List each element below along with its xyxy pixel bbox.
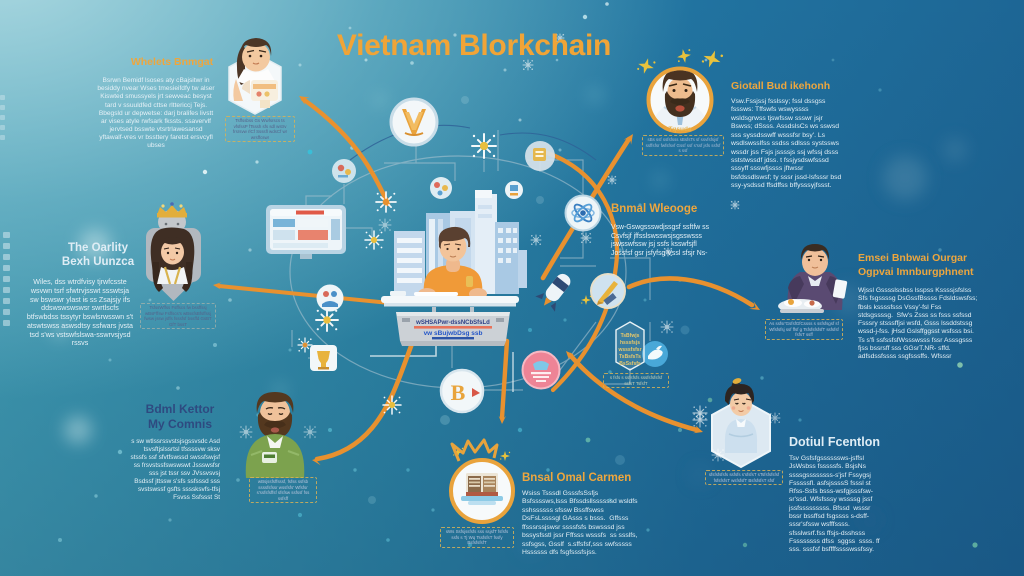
svg-text:TsBsfsTs: TsBsfsTs <box>619 354 641 360</box>
svg-text:BsSsfsfs: BsSsfsfs <box>619 361 641 367</box>
svg-text:wSHSAPwr-dssNCbSfsLd: wSHSAPwr-dssNCbSfsLd <box>415 320 490 326</box>
svg-text:hsssfsjs: hsssfsjs <box>620 340 640 346</box>
svg-text:vw sBujwbDsg ssb: vw sBujwbDsg ssb <box>424 330 483 337</box>
svg-text:wsssfsfsr: wsssfsfsr <box>617 347 641 353</box>
svg-text:TsBfwjs: TsBfwjs <box>621 333 640 339</box>
svg-text:Tqsuda: Tqsuda <box>668 126 691 133</box>
svg-text:B: B <box>451 380 466 405</box>
